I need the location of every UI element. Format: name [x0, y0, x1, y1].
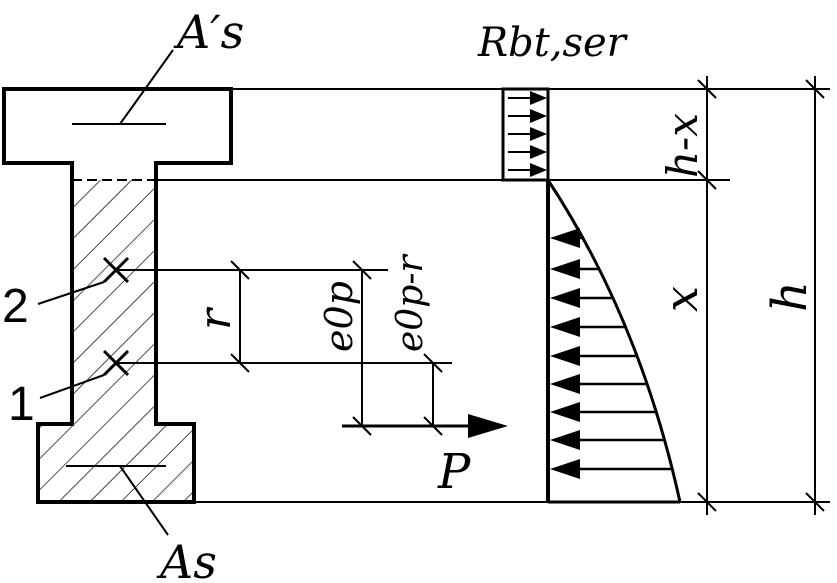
- label-point-2: 2: [2, 280, 29, 333]
- point-1-leader: [39, 374, 105, 399]
- label-h-minus-x: h-x: [658, 113, 707, 178]
- label-e0p-minus-r: e0p-r: [390, 254, 431, 352]
- extension-lines: [116, 88, 830, 503]
- dim-e0p-minus-r-line: [423, 353, 443, 436]
- point-2-leader: [37, 281, 105, 305]
- compression-stress-curve: [546, 179, 682, 504]
- dim-r-line: [230, 260, 250, 373]
- label-h: h: [762, 281, 818, 312]
- force-p-arrow: [342, 414, 508, 438]
- label-x: x: [654, 286, 708, 312]
- hatched-zone: [38, 180, 194, 502]
- label-e0p: e0p: [317, 281, 361, 352]
- label-point-1: 1: [8, 378, 35, 431]
- tension-stress-block: [501, 87, 550, 182]
- dim-h-column: [805, 76, 825, 515]
- bottom-reinforcement-leader: [119, 465, 169, 536]
- label-tensile-strength: Rbt,ser: [477, 20, 629, 66]
- label-bottom-reinforcement: As: [156, 535, 217, 583]
- label-top-reinforcement: A′s: [173, 5, 244, 59]
- label-r: r: [190, 306, 241, 330]
- dim-x-column: [697, 76, 717, 515]
- top-reinforcement-leader: [119, 49, 174, 125]
- label-force-p: P: [437, 444, 471, 500]
